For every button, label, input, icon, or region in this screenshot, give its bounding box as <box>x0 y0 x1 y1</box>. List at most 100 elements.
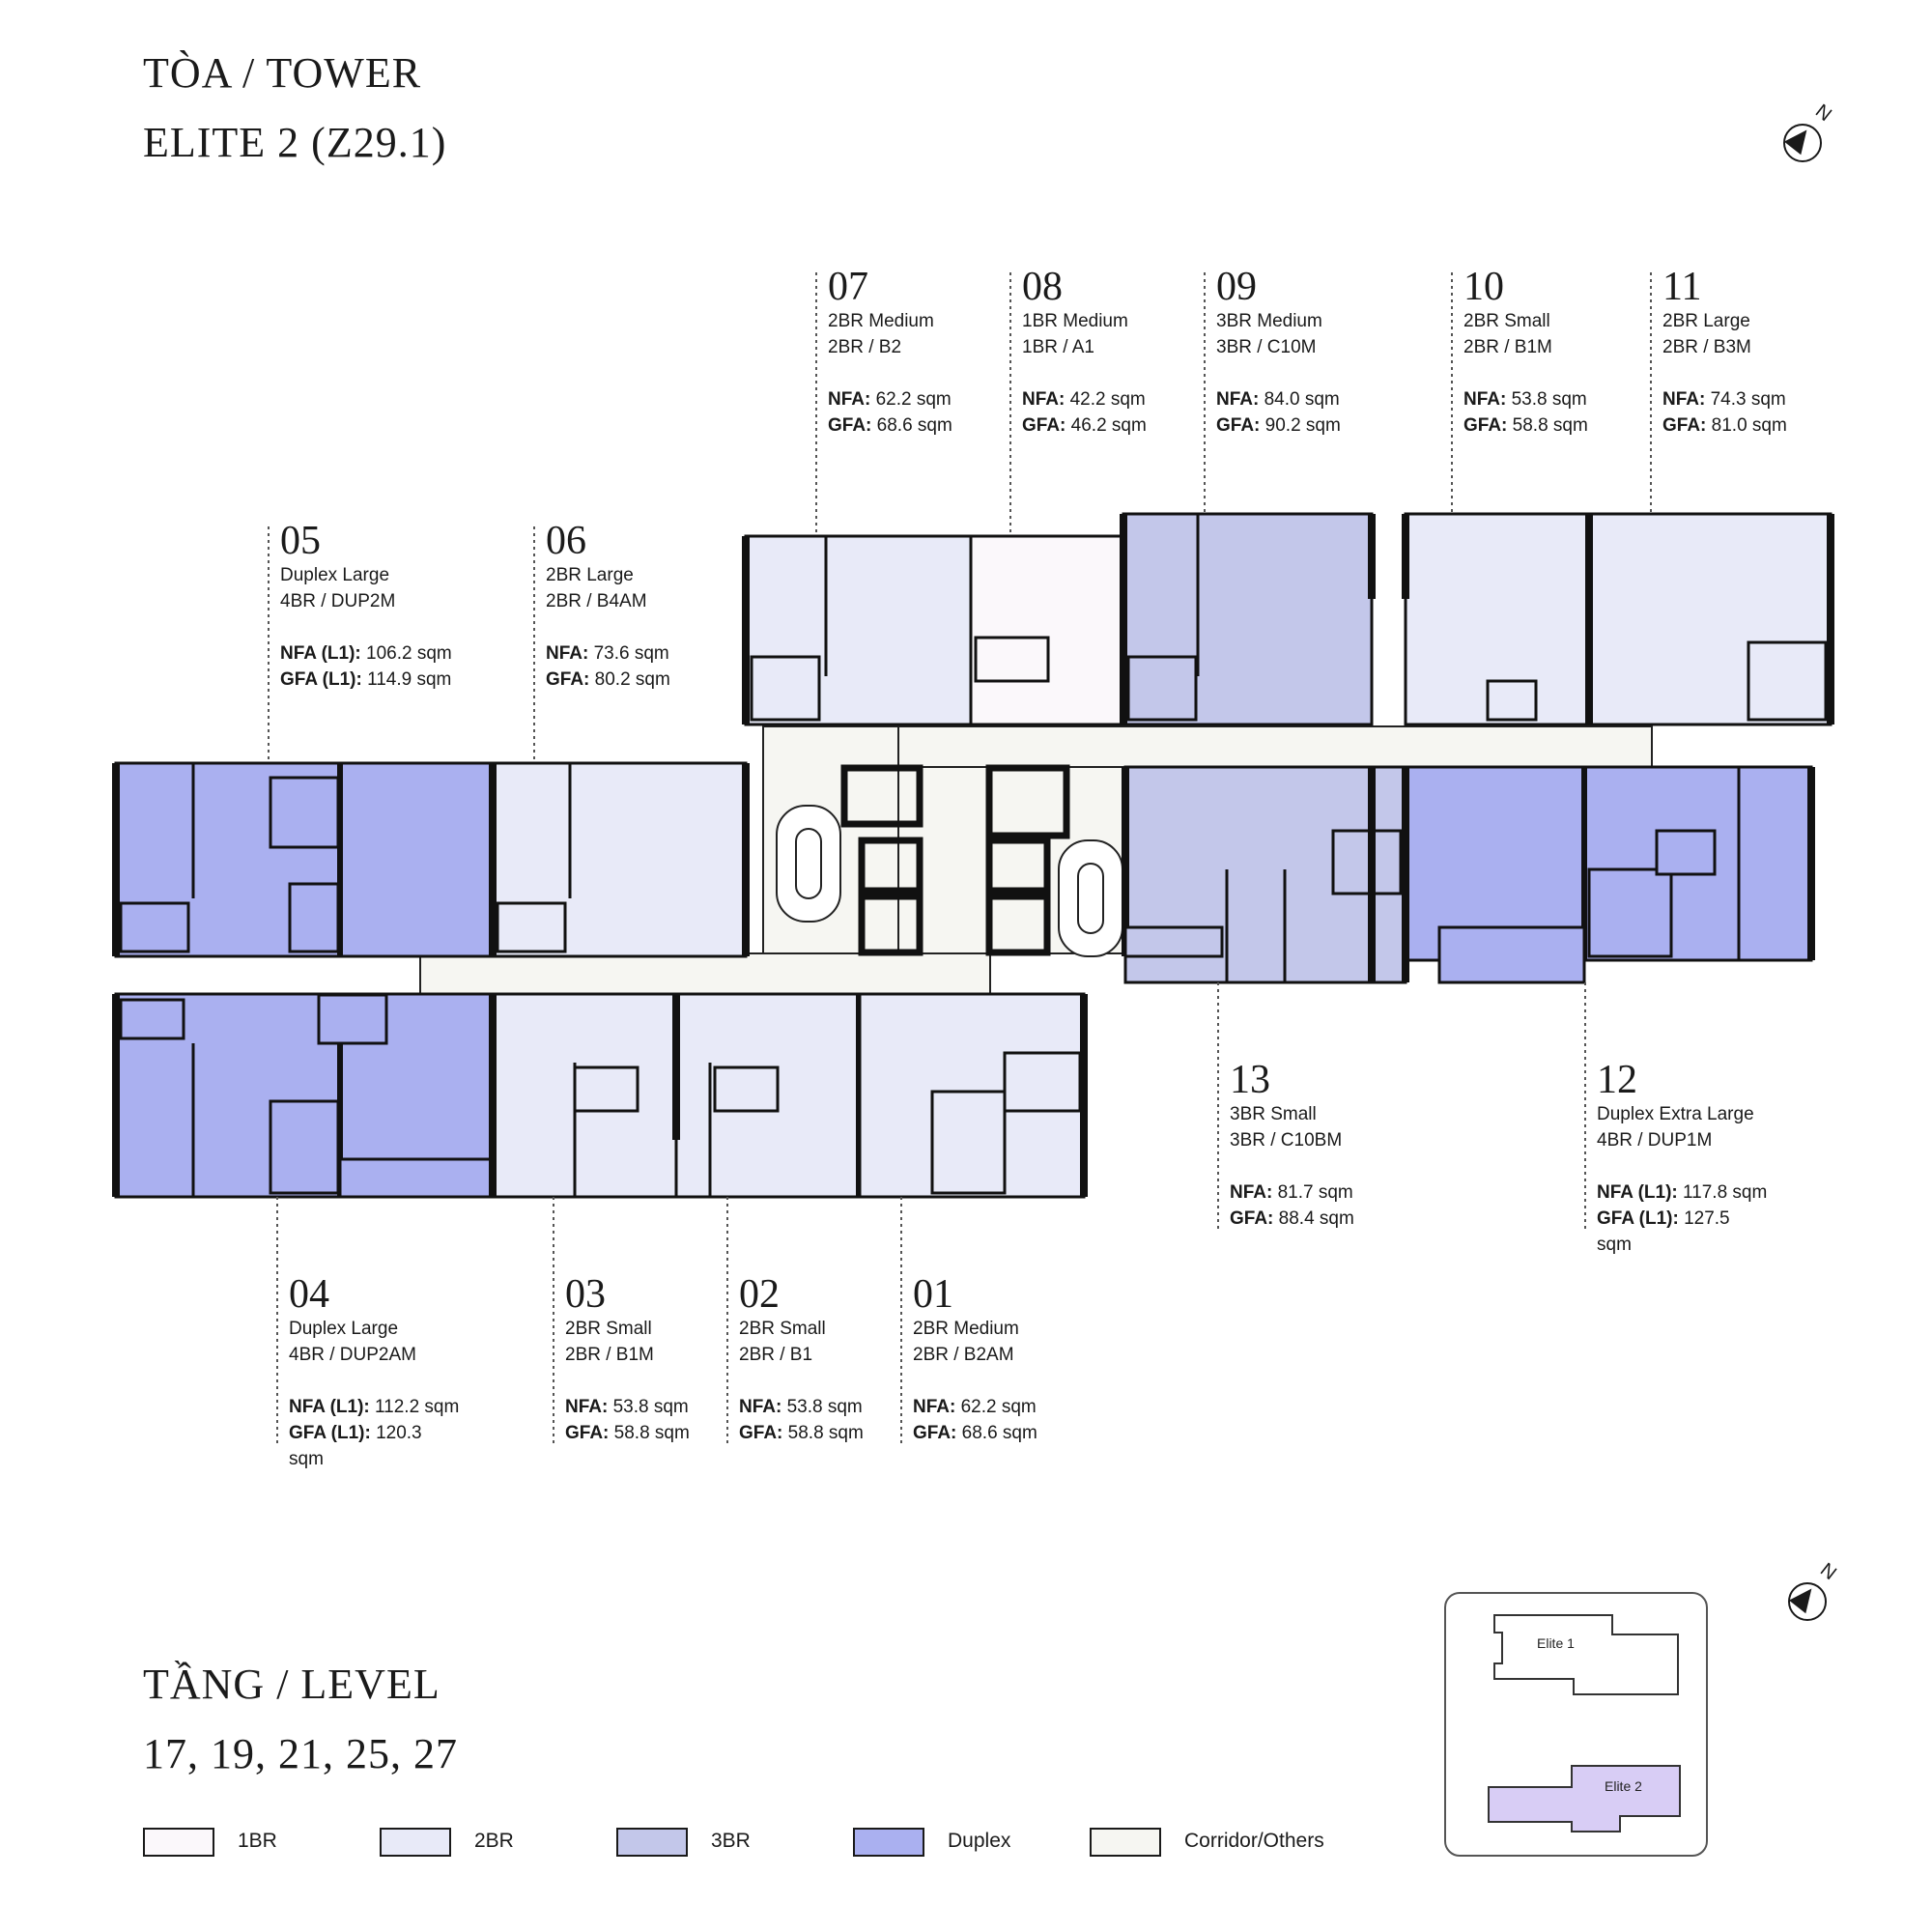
legend-swatch-duplex <box>853 1828 924 1857</box>
unit-05-plan <box>112 761 495 958</box>
unit-number: 01 <box>913 1272 953 1317</box>
unit-nfa-value: 62.2 sqm <box>960 1397 1037 1417</box>
unit-number: 08 <box>1022 265 1063 309</box>
unit-number: 13 <box>1230 1058 1270 1102</box>
unit-nfa-label: NFA: <box>739 1397 782 1417</box>
unit-nfa-value: 53.8 sqm <box>612 1397 689 1417</box>
unit-type: 2BR Medium <box>913 1319 1019 1339</box>
unit-nfa-label: NFA: <box>1022 389 1065 410</box>
unit-10-plan <box>1402 512 1591 726</box>
unit-nfa: NFA (L1): 112.2 sqm <box>289 1394 461 1420</box>
unit-type: 2BR Small <box>739 1319 826 1339</box>
unit-nfa-value: 73.6 sqm <box>593 643 669 664</box>
unit-nfa-label: NFA: <box>565 1397 609 1417</box>
unit-gfa: GFA: 68.6 sqm <box>828 412 952 439</box>
unit-nfa-label: NFA: <box>828 389 871 410</box>
unit-gfa-value: 114.9 sqm <box>367 669 452 690</box>
unit-gfa-value: 81.0 sqm <box>1711 415 1787 436</box>
key-plan-elite-1-label: Elite 1 <box>1537 1635 1575 1651</box>
unit-11-plan <box>1585 512 1834 726</box>
unit-nfa: NFA (L1): 117.8 sqm <box>1597 1179 1769 1206</box>
unit-gfa: GFA (L1): 127.5 sqm <box>1597 1206 1769 1258</box>
tower-title-line1: TÒA / TOWER <box>143 49 422 97</box>
unit-nfa: NFA: 73.6 sqm <box>546 640 670 667</box>
unit-gfa-value: 58.8 sqm <box>787 1423 864 1443</box>
unit-type: 3BR Medium <box>1216 311 1322 331</box>
unit-gfa-label: GFA: <box>1022 415 1066 436</box>
unit-code: 2BR / B1M <box>565 1345 654 1365</box>
key-plan-elite-1 <box>1493 1614 1679 1695</box>
unit-number: 12 <box>1597 1058 1637 1102</box>
unit-nfa: NFA: 84.0 sqm <box>1216 386 1341 412</box>
unit-nfa-value: 84.0 sqm <box>1264 389 1340 410</box>
unit-gfa: GFA: 46.2 sqm <box>1022 412 1147 439</box>
unit-nfa-value: 81.7 sqm <box>1277 1182 1353 1203</box>
unit-gfa-label: GFA: <box>546 669 590 690</box>
unit-08-plan <box>969 534 1125 726</box>
unit-07-plan <box>742 534 973 726</box>
unit-type: 2BR Small <box>565 1319 652 1339</box>
tower-title-line2: ELITE 2 (Z29.1) <box>143 119 447 166</box>
unit-gfa: GFA: 58.8 sqm <box>739 1420 864 1446</box>
unit-06-plan <box>489 761 750 958</box>
unit-nfa-label: NFA: <box>546 643 589 664</box>
unit-nfa: NFA: 81.7 sqm <box>1230 1179 1354 1206</box>
unit-nfa-value: 117.8 sqm <box>1683 1182 1768 1203</box>
unit-number: 03 <box>565 1272 606 1317</box>
unit-nfa-value: 53.8 sqm <box>1511 389 1587 410</box>
unit-gfa-label: GFA: <box>739 1423 783 1443</box>
unit-gfa-value: 88.4 sqm <box>1278 1208 1354 1229</box>
unit-gfa: GFA: 58.8 sqm <box>1463 412 1588 439</box>
unit-nfa-label: NFA: <box>1230 1182 1273 1203</box>
legend-label-2br: 2BR <box>474 1830 514 1852</box>
unit-number: 10 <box>1463 265 1504 309</box>
unit-nfa-label: NFA: <box>1216 389 1260 410</box>
unit-nfa: NFA: 53.8 sqm <box>565 1394 690 1420</box>
key-plan: Elite 1 Elite 2 <box>1444 1592 1708 1857</box>
unit-09-plan <box>1120 512 1376 726</box>
unit-gfa: GFA: 68.6 sqm <box>913 1420 1037 1446</box>
stair-icon <box>776 805 1123 957</box>
north-arrow-icon-keyplan: N <box>1782 1559 1840 1623</box>
unit-gfa-label: GFA: <box>1662 415 1707 436</box>
unit-code: 4BR / DUP1M <box>1597 1130 1713 1151</box>
unit-code: 2BR / B2AM <box>913 1345 1014 1365</box>
level-title: TẦNG / LEVEL 17, 19, 21, 25, 27 <box>143 1650 458 1789</box>
key-plan-elite-2-label: Elite 2 <box>1605 1778 1642 1794</box>
tower-title: TÒA / TOWER ELITE 2 (Z29.1) <box>143 39 446 178</box>
unit-04-plan <box>112 992 495 1199</box>
unit-gfa: GFA: 81.0 sqm <box>1662 412 1787 439</box>
legend-label-3br: 3BR <box>711 1830 751 1852</box>
unit-03-plan <box>489 992 678 1199</box>
unit-nfa-label: NFA: <box>913 1397 956 1417</box>
unit-code: 2BR / B1 <box>739 1345 813 1365</box>
unit-code: 4BR / DUP2AM <box>289 1345 416 1365</box>
unit-gfa-value: 90.2 sqm <box>1264 415 1341 436</box>
unit-code: 1BR / A1 <box>1022 337 1094 357</box>
key-plan-elite-2 <box>1488 1765 1681 1833</box>
unit-gfa-value: 46.2 sqm <box>1070 415 1147 436</box>
unit-gfa-label: GFA: <box>565 1423 610 1443</box>
unit-type: Duplex Large <box>289 1319 399 1339</box>
unit-type: 2BR Large <box>1662 311 1750 331</box>
unit-nfa: NFA: 62.2 sqm <box>828 386 952 412</box>
unit-type: 2BR Large <box>546 565 634 585</box>
unit-gfa-value: 80.2 sqm <box>594 669 670 690</box>
unit-gfa-label: GFA: <box>913 1423 957 1443</box>
unit-nfa-label: NFA: <box>1463 389 1507 410</box>
unit-number: 02 <box>739 1272 780 1317</box>
unit-nfa: NFA: 74.3 sqm <box>1662 386 1787 412</box>
unit-gfa-label: GFA: <box>828 415 872 436</box>
unit-gfa-label: GFA: <box>1463 415 1508 436</box>
unit-nfa-label: NFA (L1): <box>289 1397 370 1417</box>
unit-nfa: NFA (L1): 106.2 sqm <box>280 640 452 667</box>
unit-nfa-label: NFA: <box>1662 389 1706 410</box>
unit-nfa: NFA: 42.2 sqm <box>1022 386 1147 412</box>
unit-gfa-value: 58.8 sqm <box>613 1423 690 1443</box>
unit-nfa: NFA: 62.2 sqm <box>913 1394 1037 1420</box>
unit-gfa-value: 120.3 sqm <box>289 1423 422 1469</box>
lift-core <box>840 764 1070 956</box>
unit-gfa-value: 68.6 sqm <box>876 415 952 436</box>
unit-type: 3BR Small <box>1230 1104 1317 1124</box>
